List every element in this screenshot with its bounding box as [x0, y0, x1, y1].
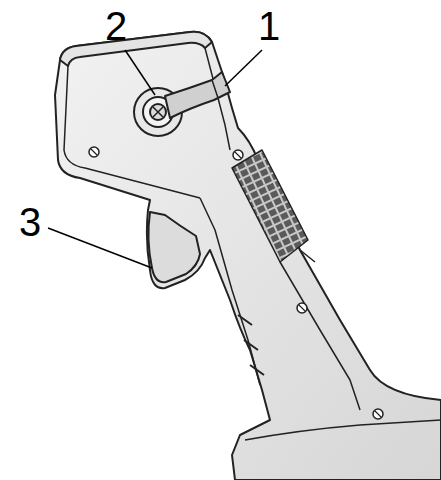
- callout-number: 1: [258, 6, 280, 46]
- callout-number: 3: [19, 202, 41, 242]
- callout-number: 2: [105, 6, 127, 46]
